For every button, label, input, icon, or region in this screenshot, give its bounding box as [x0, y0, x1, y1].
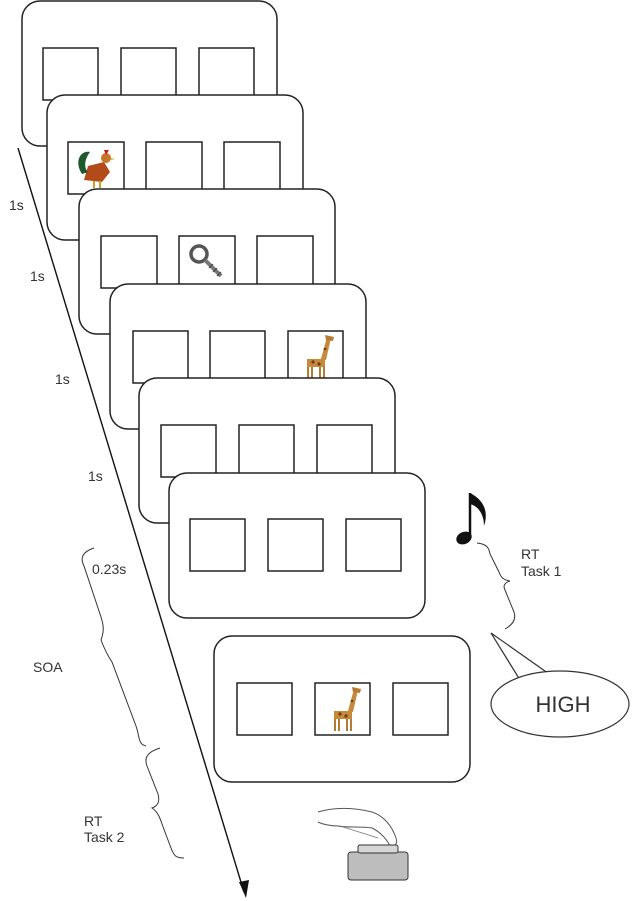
soa-label: SOA [33, 659, 63, 675]
rt-task1-brace [476, 542, 516, 630]
music-note-icon [456, 493, 486, 545]
frame-6 [168, 472, 426, 619]
speech-bubble [490, 632, 630, 738]
rt-task2-line2: Task 2 [84, 829, 125, 845]
interval-label-4: 1s [88, 468, 103, 484]
hand-pressing-button-icon [317, 807, 409, 881]
timeline-arrowhead [239, 880, 249, 898]
soa-onset-label: 0.23s [92, 561, 126, 577]
frame-7 [213, 635, 471, 783]
response-word: HIGH [536, 692, 591, 717]
rt-task2-brace [145, 747, 185, 859]
rt-task1-line1: RT [521, 546, 540, 562]
rt-task1-line2: Task 1 [521, 563, 562, 579]
soa-brace [81, 547, 147, 747]
interval-label-3: 1s [55, 371, 70, 387]
interval-label-1: 1s [9, 197, 24, 213]
rt-task2-line1: RT [84, 813, 103, 829]
timeline-arrow [17, 147, 245, 893]
interval-label-2: 1s [30, 268, 45, 284]
